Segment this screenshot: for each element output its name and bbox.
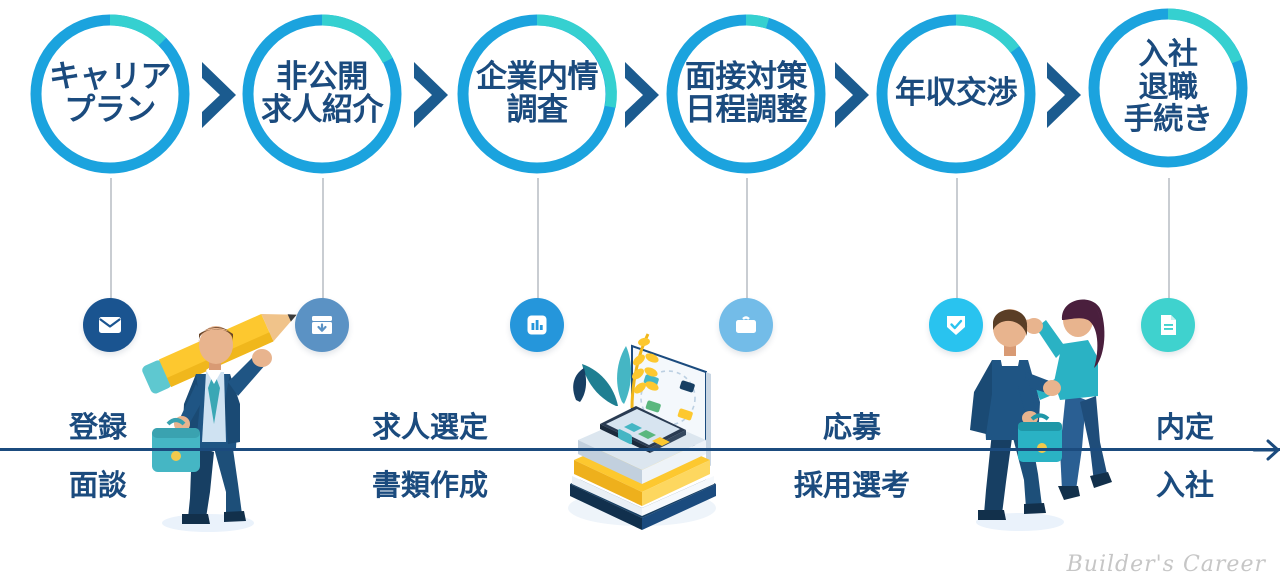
step-node-private-jobs[interactable]: 非公開 求人紹介 [238,10,406,178]
step-line: 年収交渉 [895,75,1018,112]
step-node-career-plan[interactable]: キャリア プラン [26,10,194,178]
envelope-icon [99,317,121,333]
bar-chart-doc-icon [527,315,547,335]
badge-approval[interactable] [929,298,983,352]
illustration-handshake-pair [962,282,1122,537]
connector-stem-6 [1168,178,1170,302]
step-line: 面接対策 [685,58,808,95]
document-icon [1161,315,1176,335]
chevron-right-icon-4 [835,62,869,128]
badge-report[interactable] [510,298,564,352]
step-line: 退職 [1138,69,1199,105]
step-line: 手続き [1123,102,1213,138]
axis-arrow-icon [1252,439,1280,461]
phase-line-1: 求人選定 [371,410,488,444]
chevron-right-icon-3 [625,62,659,128]
badge-offer-doc[interactable] [1141,298,1195,352]
step-line: プラン [64,92,156,128]
phase-line-2: 採用選考 [793,468,910,502]
step-line: 企業内情 [476,58,599,95]
step-label-company-research: 企業内情 調査 [453,10,621,178]
chevron-right-icon-2 [414,62,448,128]
step-node-onboarding[interactable]: 入社 退職 手続き [1084,4,1252,172]
timeline-axis [0,448,1280,451]
shield-check-icon [947,316,965,335]
briefcase-icon [736,316,756,333]
step-label-career-plan: キャリア プラン [26,10,194,178]
chevron-right-icon-1 [202,62,236,128]
step-node-company-research[interactable]: 企業内情 調査 [453,10,621,178]
step-label-interview-prep: 面接対策 日程調整 [662,10,830,178]
connector-stem-1 [110,178,112,302]
badge-briefcase[interactable] [719,298,773,352]
chevron-right-icon-5 [1047,62,1081,128]
progress-ring-5 [876,14,1036,174]
phase-line-1: 応募 [822,410,881,444]
step-label-onboarding: 入社 退職 手続き [1084,4,1252,172]
step-node-salary-negotiation[interactable]: 年収交渉 [872,10,1040,178]
brand-watermark: Builder's Career [1066,552,1266,577]
step-line: 調査 [506,92,569,128]
step-ring-row: キャリア プラン 非公開 求人紹介 [0,0,1280,200]
progress-ring-3 [457,14,617,174]
badge-job-download[interactable] [295,298,349,352]
step-line: 求人紹介 [261,92,384,128]
download-box-icon [312,316,332,334]
phase-line-1: 登録 [68,410,127,444]
step-line: 日程調整 [685,92,808,128]
progress-ring-2 [242,14,402,174]
progress-ring-6 [1088,8,1248,168]
progress-ring-4 [666,14,826,174]
connector-stem-5 [956,178,958,302]
step-node-interview-prep[interactable]: 面接対策 日程調整 [662,10,830,178]
step-line: キャリア [49,58,172,95]
step-line: 入社 [1138,37,1199,73]
step-label-salary-negotiation: 年収交渉 [872,10,1040,178]
illustration-books-and-phone [556,328,736,533]
badge-registration[interactable] [83,298,137,352]
progress-ring-1 [30,14,190,174]
phase-line-2: 面談 [68,468,127,502]
step-line: 非公開 [276,58,368,95]
connector-stem-2 [322,178,324,302]
connector-stem-3 [537,178,539,302]
illustration-pencil-businessman [130,292,330,537]
connector-stem-4 [746,178,748,302]
phase-line-1: 内定 [1155,410,1214,444]
phase-line-2: 入社 [1155,468,1214,502]
phase-line-2: 書類作成 [371,468,488,502]
step-label-private-jobs: 非公開 求人紹介 [238,10,406,178]
